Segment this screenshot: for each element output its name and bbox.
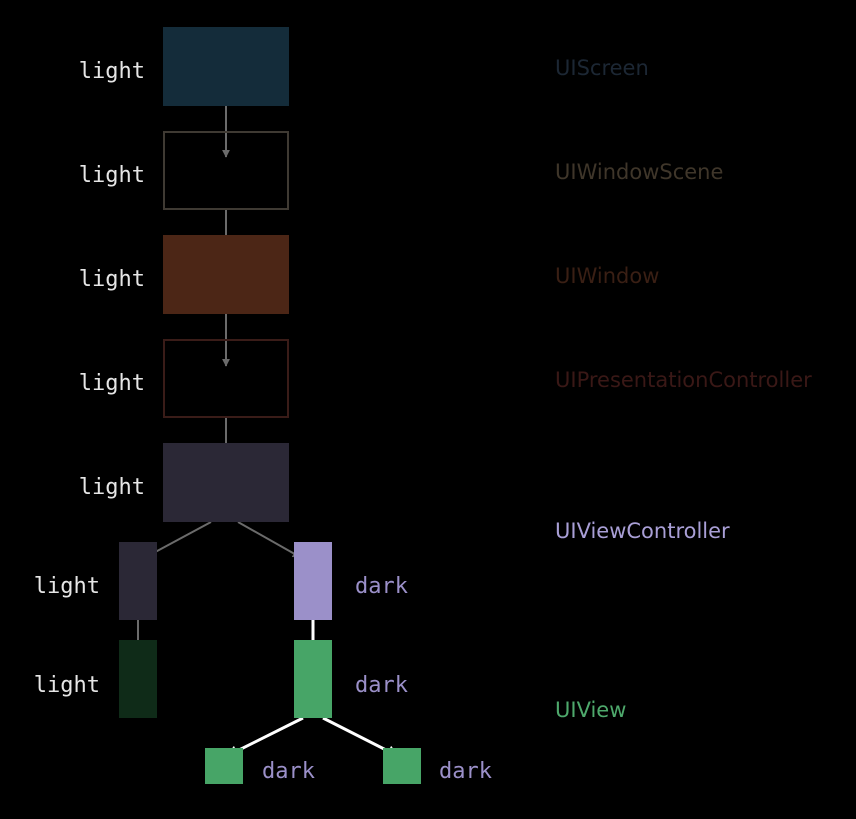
view-controller-mode-label: light: [78, 475, 145, 500]
subview-right-node: [383, 748, 421, 784]
view-controller-class-label: UIViewController: [555, 519, 730, 543]
view-left-node: [119, 640, 157, 718]
view-right-mode-label: dark: [355, 673, 408, 698]
window-class-label: UIWindow: [555, 264, 660, 288]
window-scene-class-label: UIWindowScene: [555, 160, 724, 184]
subview-left-mode-label: dark: [262, 759, 315, 784]
subview-left-node: [205, 748, 243, 784]
window-scene-mode-label: light: [78, 163, 145, 188]
window-node: [163, 235, 289, 314]
view-left-mode-label: light: [33, 673, 100, 698]
presentation-controller-node: [163, 339, 289, 418]
view-class-label: UIView: [555, 698, 627, 722]
view-controller-node: [163, 443, 289, 522]
screen-class-label: UIScreen: [555, 56, 649, 80]
presentation-controller-mode-label: light: [78, 371, 145, 396]
subview-right-mode-label: dark: [439, 759, 492, 784]
arrow-view-controller-to-right-child: [237, 521, 301, 558]
child-view-controller-right-node: [294, 542, 332, 620]
child-view-controller-left-node: [119, 542, 157, 620]
screen-node: [163, 27, 289, 106]
view-right-node: [294, 640, 332, 718]
child-view-controller-right-mode-label: dark: [355, 574, 408, 599]
presentation-controller-class-label: UIPresentationController: [555, 368, 812, 392]
child-view-controller-left-mode-label: light: [33, 574, 100, 599]
window-mode-label: light: [78, 267, 145, 292]
screen-mode-label: light: [78, 59, 145, 84]
window-scene-node: [163, 131, 289, 210]
